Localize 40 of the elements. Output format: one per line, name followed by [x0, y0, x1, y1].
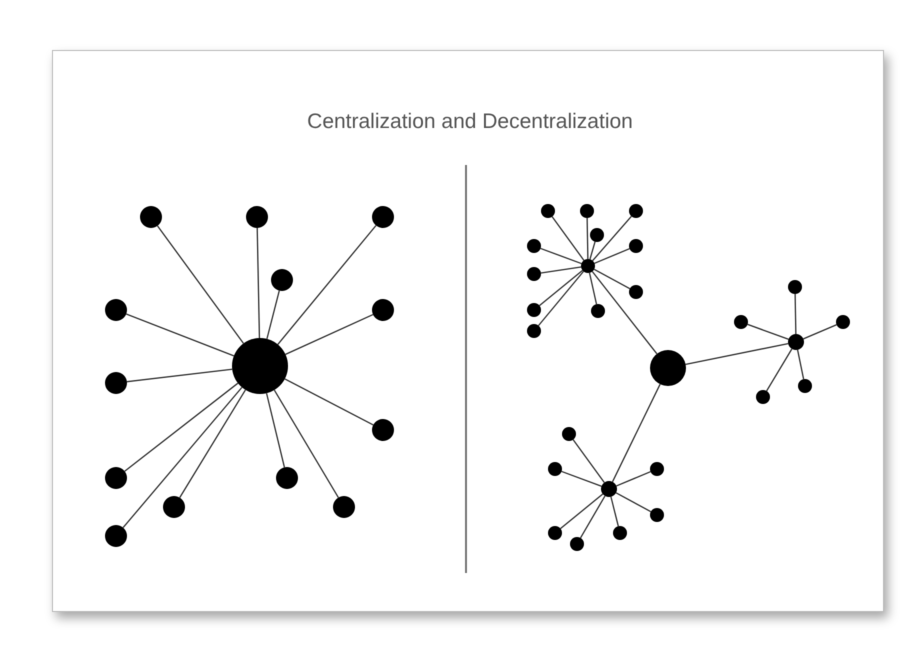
connector-line — [610, 496, 619, 526]
connector-line — [285, 314, 374, 355]
connector-line — [616, 492, 652, 512]
connector-line — [552, 216, 584, 261]
connector-line — [592, 271, 658, 354]
connector-line — [580, 496, 606, 538]
connector-line — [266, 290, 280, 340]
connector-line — [284, 378, 374, 426]
connector-line — [766, 348, 792, 392]
connector-line — [616, 471, 651, 487]
connector-line — [124, 382, 238, 472]
connector-line — [594, 268, 630, 290]
connector-line — [266, 393, 286, 468]
connector-line — [126, 368, 232, 382]
connector-line — [612, 384, 661, 482]
connector-line — [796, 350, 804, 380]
connector-line — [274, 390, 339, 498]
connector-line — [747, 324, 789, 340]
connector-line — [572, 439, 605, 483]
connector-line — [122, 386, 242, 528]
connector-line — [126, 313, 234, 356]
connector-line — [588, 272, 598, 304]
connector-line — [540, 248, 582, 264]
connector-line — [156, 226, 244, 344]
connector-line — [589, 242, 596, 260]
connector-line — [594, 248, 630, 264]
connector-line — [686, 342, 788, 366]
connector-line — [277, 225, 376, 345]
connector-line — [586, 218, 589, 260]
diagram-title: Centralization and Decentralization — [306, 109, 634, 135]
connector-line — [538, 270, 584, 326]
connector-line — [592, 216, 632, 262]
connector-line — [794, 294, 796, 334]
connector-line — [256, 228, 260, 338]
connector-line — [560, 494, 604, 530]
connector-line — [539, 270, 583, 306]
connector-line — [561, 470, 602, 487]
connector-line — [803, 324, 837, 340]
connector-line — [540, 266, 582, 274]
connector-line — [179, 390, 246, 498]
